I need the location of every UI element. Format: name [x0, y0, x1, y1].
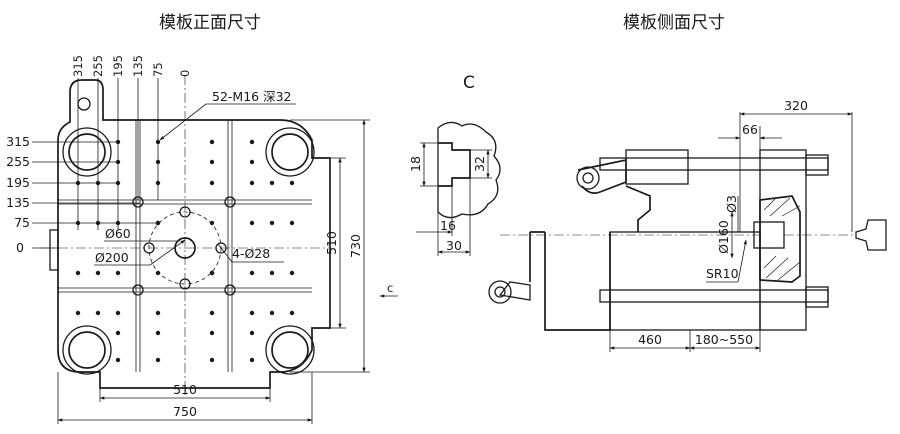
detail-c-label: C	[463, 73, 475, 93]
left-side-bar	[49, 229, 59, 271]
platen-outline	[57, 79, 331, 389]
detail-dim-32: 32	[472, 156, 487, 172]
side-dim-460: 460	[638, 332, 662, 347]
fixed-platen	[759, 149, 807, 331]
nozzle	[855, 219, 887, 251]
top-tick-75: 75	[151, 62, 165, 77]
side-dim-sr10: SR10	[706, 266, 739, 281]
side-view-title: 模板侧面尺寸	[623, 13, 725, 33]
tie-bar-top-right	[265, 127, 315, 177]
dim-bottom-750: 750	[173, 404, 197, 419]
moving-platen	[609, 231, 761, 331]
top-tick-0: 0	[178, 70, 192, 77]
dia60-label: Ø60	[105, 226, 131, 241]
left-tick-315: 315	[6, 134, 30, 149]
front-view-title: 模板正面尺寸	[159, 13, 261, 33]
left-tick-195: 195	[6, 175, 30, 190]
dia200-label: Ø200	[95, 250, 129, 265]
top-tick-135: 135	[131, 55, 145, 77]
detail-c: C 18 32 16 30 c	[379, 73, 501, 298]
detail-dim-30: 30	[446, 238, 462, 253]
side-dim-stroke: 180~550	[695, 332, 753, 347]
nozzle-hole-60	[174, 237, 196, 259]
side-dim-phi160: Ø160	[716, 220, 731, 254]
detail-dim-16: 16	[440, 218, 456, 233]
top-tick-315: 315	[71, 55, 85, 77]
left-tick-0: 0	[16, 240, 24, 255]
side-dim-phi3: Ø3	[724, 195, 739, 213]
left-tick-255: 255	[6, 154, 30, 169]
side-dim-66: 66	[742, 122, 758, 137]
left-tick-75: 75	[14, 215, 30, 230]
top-tick-195: 195	[111, 55, 125, 77]
front-view: 315 255 195 135 75 0 315 255 195 135 75 …	[6, 55, 370, 424]
side-view: 320 66 Ø3 Ø160 SR10 460 180~550	[488, 98, 887, 352]
tie-bar-upper	[599, 157, 829, 171]
lifting-eye-hole	[77, 97, 91, 111]
side-dim-320: 320	[784, 98, 808, 113]
dim-right-510: 510	[324, 231, 339, 255]
top-tick-255: 255	[91, 55, 105, 77]
tie-bar-lower	[599, 289, 829, 303]
detail-dim-18: 18	[408, 156, 423, 172]
view-arrow-label: c	[387, 281, 393, 295]
tie-bar-bottom-left	[62, 325, 112, 375]
tie-bar-bottom-right	[265, 325, 315, 375]
dim-right-730: 730	[348, 234, 363, 258]
dim-bottom-510: 510	[173, 382, 197, 397]
thread-note: 52-M16 深32	[212, 89, 292, 104]
holes-28-label: 4-Ø28	[232, 246, 270, 261]
left-tick-135: 135	[6, 195, 30, 210]
tie-bar-top-left	[62, 127, 112, 177]
